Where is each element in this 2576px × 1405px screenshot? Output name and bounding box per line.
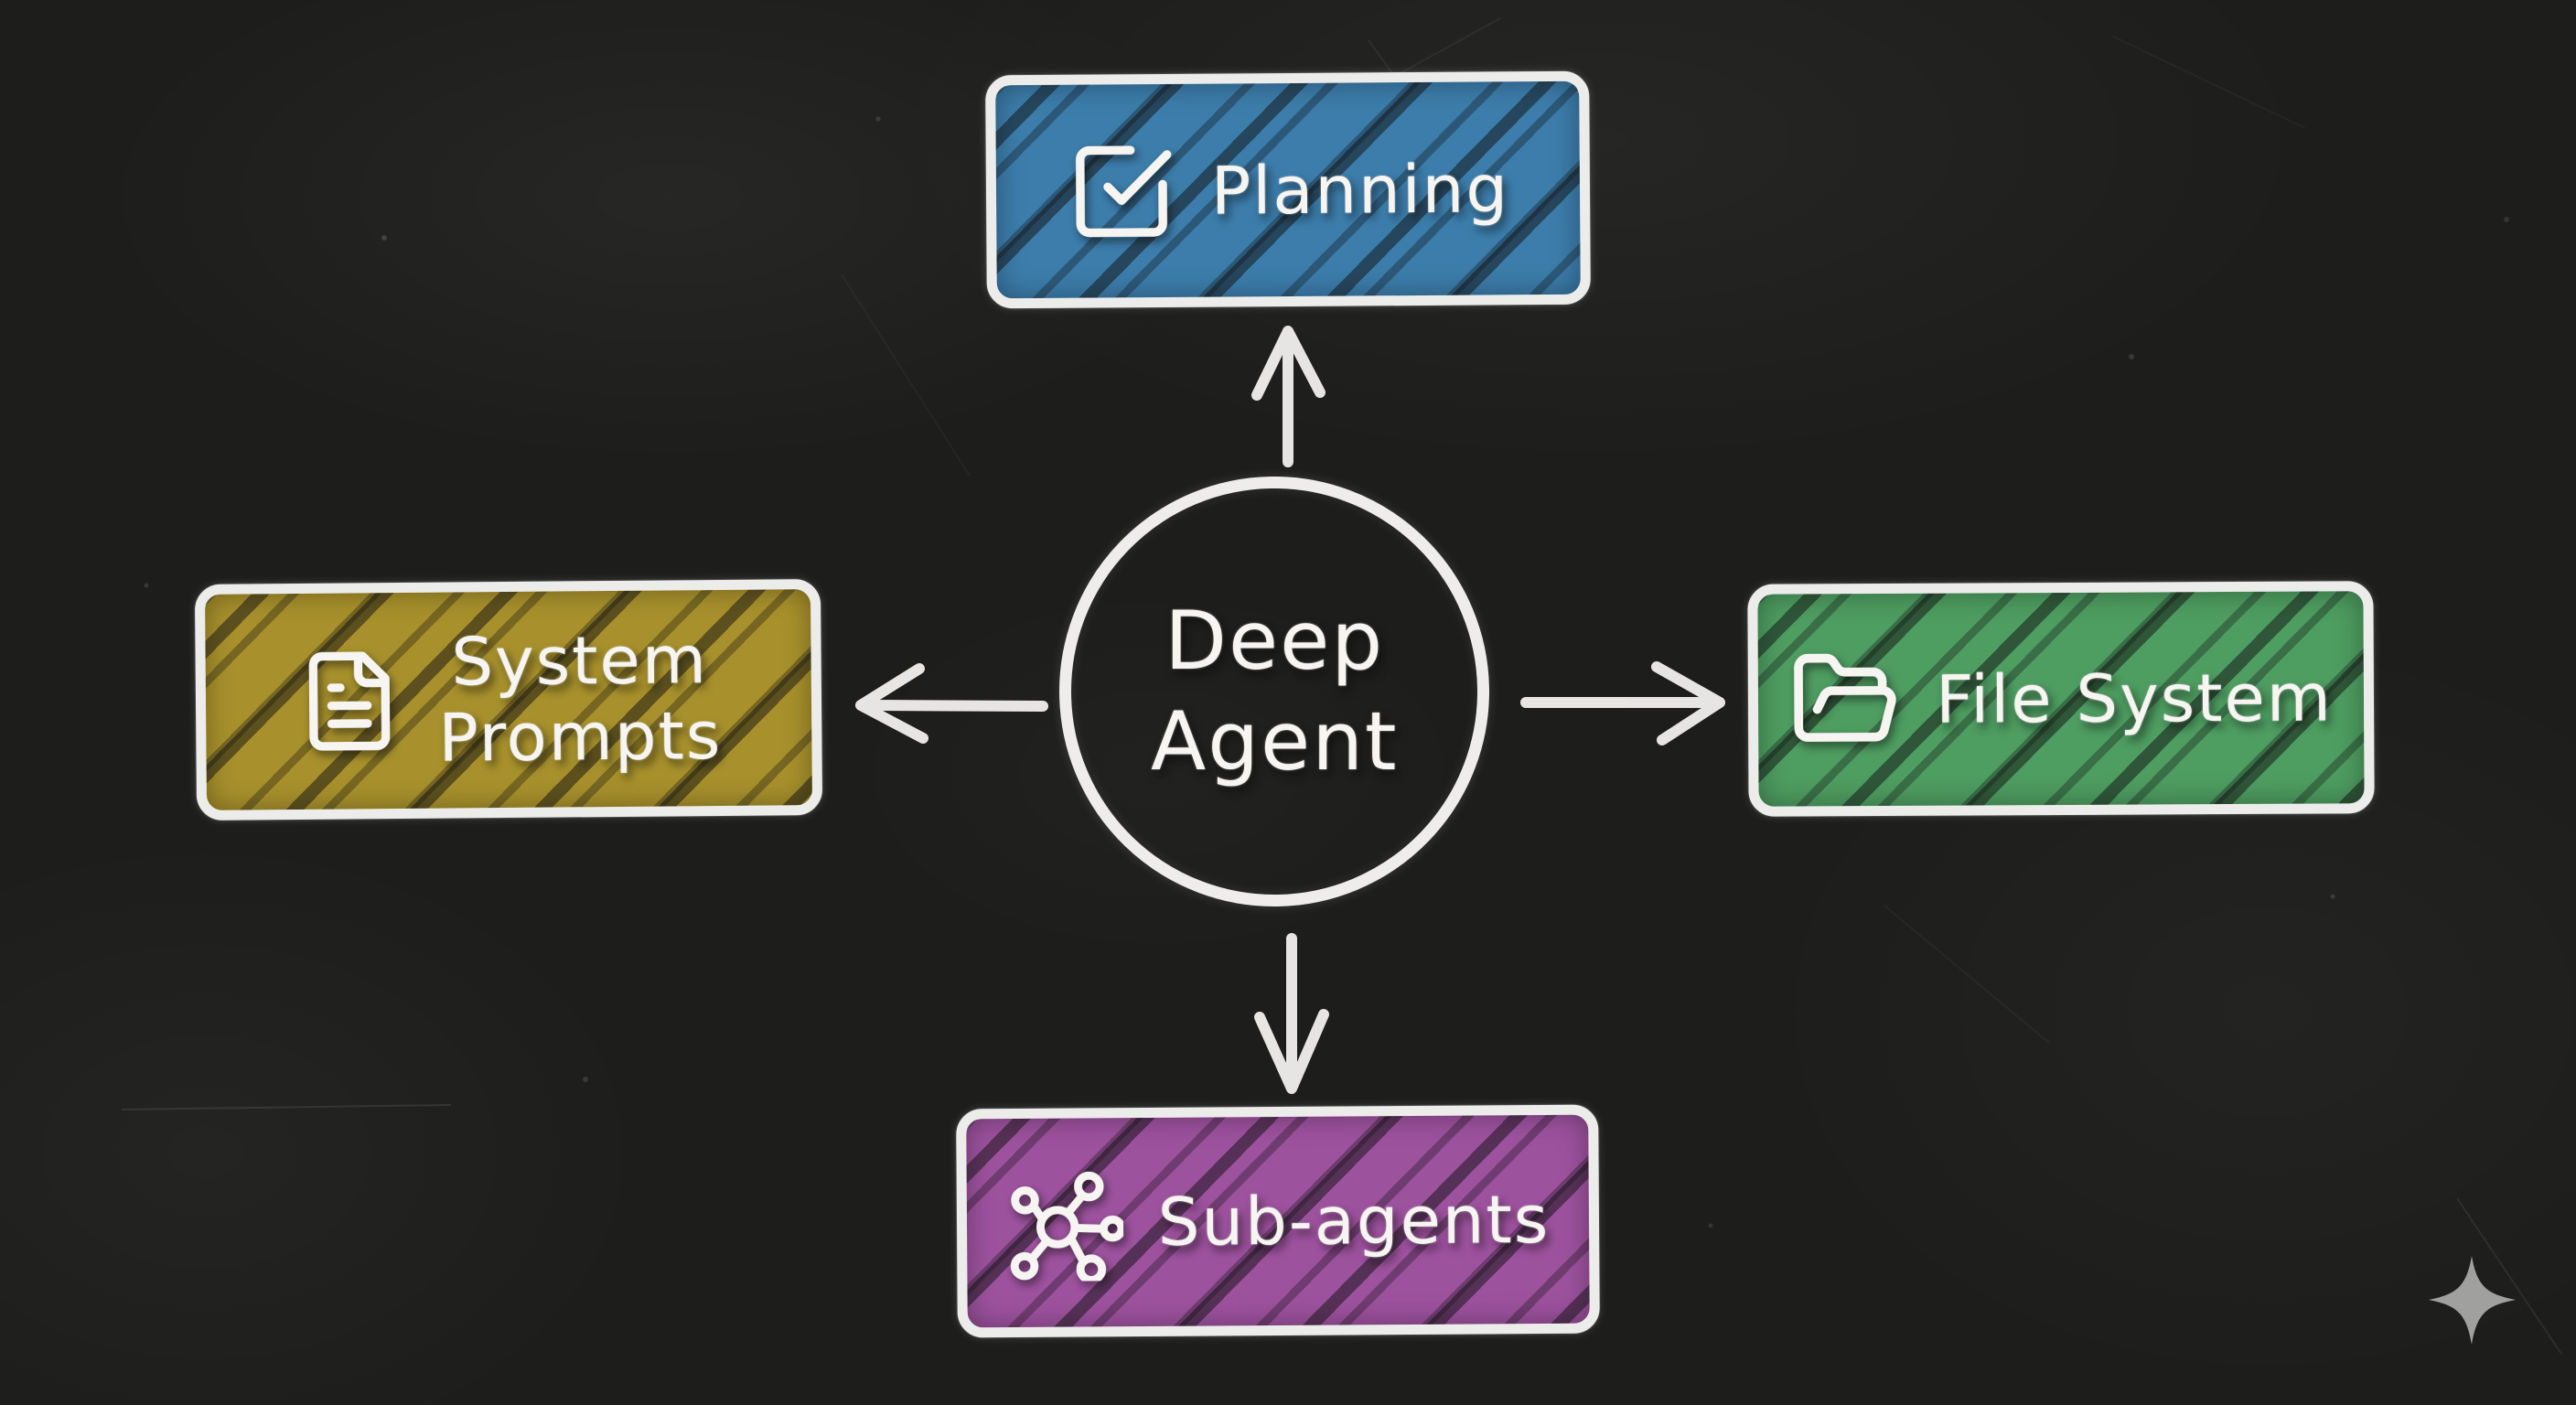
scratch-line bbox=[2112, 36, 2306, 129]
arrow-left bbox=[855, 663, 1048, 744]
arrow-down bbox=[1254, 933, 1329, 1094]
node-file-system: File System bbox=[1747, 581, 2375, 817]
center-node-label-line2: Agent bbox=[1150, 694, 1399, 789]
scratch-line bbox=[2456, 1197, 2562, 1355]
node-file-system-label: File System bbox=[1935, 659, 2334, 738]
node-system-prompts-label-line1: System bbox=[451, 621, 709, 701]
node-system-prompts-label: System Prompts bbox=[437, 621, 723, 777]
arrow-right bbox=[1520, 661, 1725, 745]
checkbox-icon bbox=[1067, 135, 1177, 246]
scratch-line bbox=[841, 273, 971, 477]
network-icon bbox=[1005, 1164, 1124, 1282]
open-folder-icon bbox=[1789, 644, 1902, 756]
scratch-line bbox=[1884, 905, 2050, 1044]
node-sub-agents: Sub-agents bbox=[956, 1104, 1600, 1338]
sparkle-icon bbox=[2429, 1256, 2516, 1345]
scratch-line bbox=[121, 1104, 452, 1110]
document-icon bbox=[295, 647, 404, 756]
center-node-label-line1: Deep bbox=[1165, 594, 1384, 689]
center-node-deep-agent: Deep Agent bbox=[1055, 472, 1494, 911]
node-planning-label: Planning bbox=[1210, 149, 1510, 230]
node-sub-agents-label: Sub-agents bbox=[1157, 1180, 1551, 1260]
node-planning: Planning bbox=[985, 70, 1591, 309]
center-node-label: Deep Agent bbox=[1151, 591, 1398, 792]
arrow-up bbox=[1251, 326, 1326, 467]
node-system-prompts: System Prompts bbox=[194, 579, 823, 820]
node-system-prompts-label-line2: Prompts bbox=[438, 696, 723, 777]
